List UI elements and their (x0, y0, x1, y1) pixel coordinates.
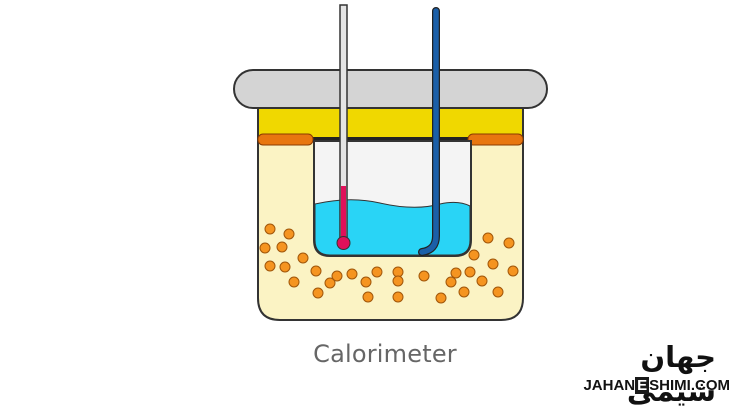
diagram-caption: Calorimeter (313, 340, 457, 368)
logo-e-mark: E (635, 377, 650, 394)
insulating-beads (259, 223, 519, 304)
thermometer-bulb (336, 236, 351, 250)
thermometer (336, 4, 351, 250)
stirrer-rod-inner (419, 8, 439, 255)
logo-persian-text: جهان شیمی (626, 340, 716, 408)
divider-line (258, 137, 523, 141)
logo-english-right: SHIMI.COM (649, 377, 730, 394)
right-gasket (467, 133, 524, 146)
lid (233, 69, 548, 109)
thermometer-mercury (341, 186, 346, 240)
left-gasket (257, 133, 314, 146)
logo-english-left: JAHAN (583, 377, 636, 394)
